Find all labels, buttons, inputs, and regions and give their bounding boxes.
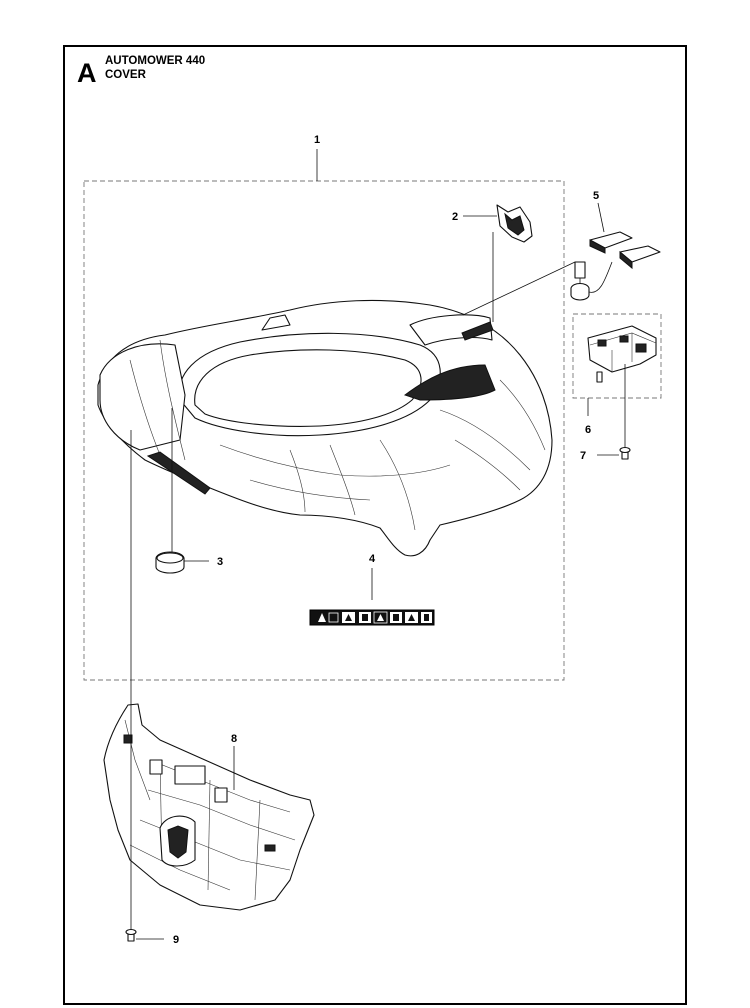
section-letter: A <box>77 58 97 88</box>
callout-2: 2 <box>452 211 458 223</box>
callout-1: 1 <box>314 134 320 146</box>
plug-part <box>155 551 185 574</box>
screw-7-part <box>619 446 631 460</box>
callout-4: 4 <box>369 553 376 565</box>
screw-9-part <box>125 928 137 942</box>
callout-9: 9 <box>173 934 179 946</box>
body-cover-part <box>97 299 553 557</box>
callout-8: 8 <box>231 733 237 745</box>
cover-kit-box <box>83 180 565 681</box>
group-title: COVER <box>105 69 147 81</box>
page-frame <box>63 45 687 1005</box>
leader-5 <box>597 202 605 233</box>
model-title: AUTOMOWER 440 <box>105 55 205 67</box>
callout-6: 6 <box>585 424 591 436</box>
switch-kit-box <box>572 313 662 399</box>
switch-housing-part <box>587 325 657 383</box>
callout-3: 3 <box>217 556 223 568</box>
leader-5-cable <box>462 261 576 316</box>
logo-badge-part <box>496 204 533 243</box>
warning-decal-part <box>309 609 435 626</box>
callout-7: 7 <box>580 450 586 462</box>
callout-5: 5 <box>593 190 599 202</box>
front-cover-part <box>103 703 315 911</box>
switch-cover-part <box>570 231 661 301</box>
